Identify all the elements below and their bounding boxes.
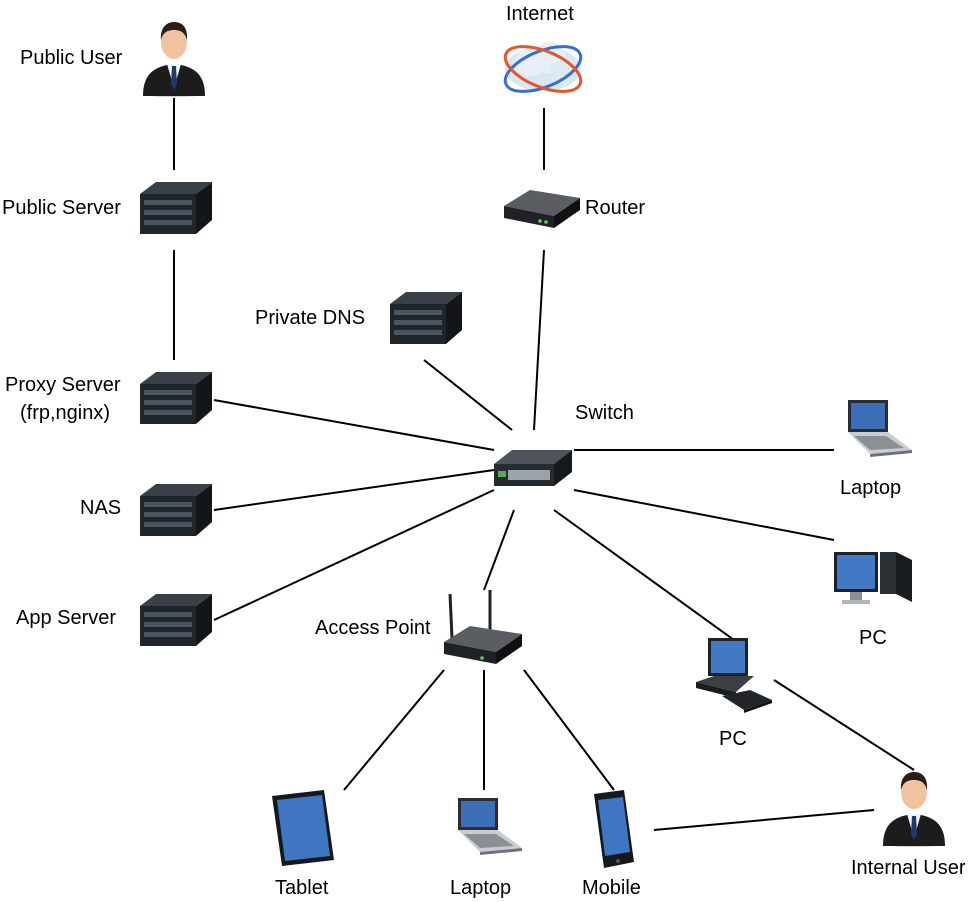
nas-server-icon [134,482,214,538]
laptop-label-right: Laptop [840,477,902,499]
edge-private-dns-switch [423,359,513,431]
pc-label-lower: PC [719,728,747,750]
internet-label: Internet [506,3,574,25]
internal-user-icon [880,768,948,848]
router-icon [500,184,584,234]
laptop-icon-bottom [444,796,524,858]
public-server-label: Public Server [2,197,121,219]
edge-switch-pc [573,489,835,541]
internet-cloud-icon [500,34,586,104]
tablet-icon [268,788,336,868]
mobile-label: Mobile [582,877,641,899]
public-user-label: Public User [20,47,123,69]
app-server-icon [134,592,214,648]
pc-icon-right [832,550,916,606]
pc-label-right: PC [859,627,887,649]
edge-mobile-internal-user [653,809,875,831]
switch-label: Switch [575,402,634,424]
laptop-label-bottom: Laptop [450,877,512,899]
internal-user-label: Internal User [851,857,966,879]
switch-icon [492,446,574,490]
edge-proxy-server-switch [213,399,495,451]
pc-icon-lower [692,636,774,718]
edge-switch-pc-lower [553,509,735,641]
proxy-server-icon [134,370,214,426]
edge-app-server-switch [213,489,495,621]
edge-access-point-tablet [343,669,445,791]
edge-access-point-mobile [523,669,615,791]
laptop-icon-right [834,398,914,460]
tablet-label: Tablet [275,877,329,899]
access-point-icon [442,588,526,670]
edge-router-switch [533,249,545,431]
edge-nas-switch [213,469,495,511]
edge-pc-lower-internal-user [773,679,915,771]
private-dns-server-icon [384,290,464,346]
app-server-label: App Server [16,607,117,629]
mobile-phone-icon [590,788,638,870]
proxy-server-sublabel: (frp,nginx) [20,402,111,424]
private-dns-label: Private DNS [255,307,366,329]
public-user-icon [140,18,208,98]
proxy-server-label: Proxy Server [5,374,121,396]
nas-label: NAS [80,497,122,519]
edge-switch-access-point [483,509,515,591]
router-label: Router [585,197,646,219]
access-point-label: Access Point [315,617,431,639]
public-server-icon [134,180,214,236]
